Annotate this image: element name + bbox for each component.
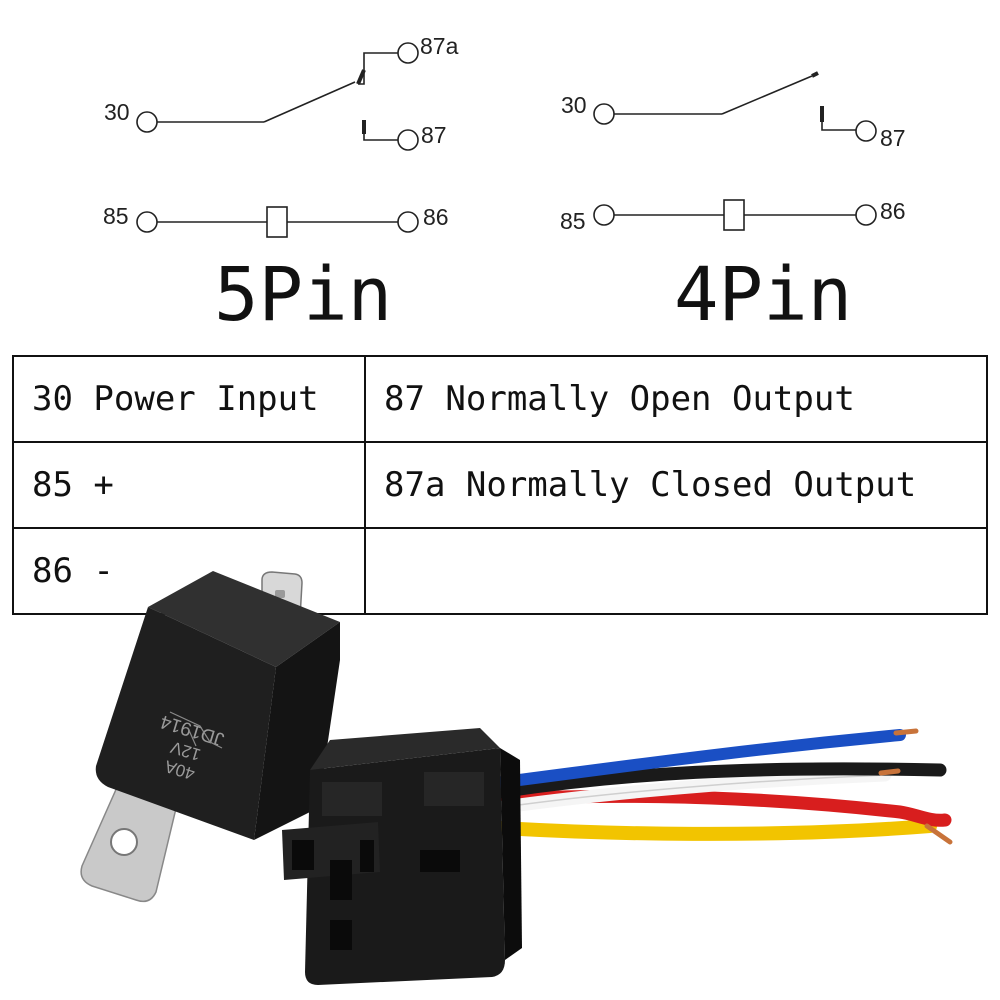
terminal-86-5pin — [397, 211, 419, 233]
terminal-86-4pin — [855, 204, 877, 226]
terminal-87a-5pin — [397, 42, 419, 64]
label-86-5pin: 86 — [423, 204, 449, 230]
terminal-85-4pin — [593, 204, 615, 226]
table-cell: 87 Normally Open Output — [364, 355, 988, 443]
label-30-4pin: 30 — [561, 92, 587, 118]
title-5pin: 5Pin — [214, 252, 393, 338]
table-cell: 87a Normally Closed Output — [364, 441, 988, 529]
relay: JD1914 12V 40A — [80, 571, 340, 903]
label-87-5pin: 87 — [421, 122, 447, 148]
label-87a-5pin: 87a — [420, 33, 459, 59]
title-4pin: 4Pin — [674, 252, 853, 338]
table-cell: 30 Power Input — [12, 355, 366, 443]
table-cell: 85 + — [12, 441, 366, 529]
coil-5pin — [266, 206, 288, 238]
terminal-85-5pin — [136, 211, 158, 233]
label-30-5pin: 30 — [104, 99, 130, 125]
label-86-4pin: 86 — [880, 198, 906, 224]
wire-harness — [463, 728, 953, 845]
table-row: 85 + 87a Normally Closed Output — [12, 441, 988, 529]
pin-function-table: 30 Power Input 87 Normally Open Output 8… — [12, 355, 988, 615]
table-cell — [364, 527, 988, 615]
label-87-4pin: 87 — [880, 125, 906, 151]
terminal-87-4pin — [855, 120, 877, 142]
relay-socket — [282, 728, 522, 985]
relay-and-socket-photo: JD1914 12V 40A — [80, 571, 953, 985]
terminal-30-5pin — [136, 111, 158, 133]
terminal-87-5pin — [397, 129, 419, 151]
terminal-30-4pin — [593, 103, 615, 125]
table-row: 30 Power Input 87 Normally Open Output — [12, 355, 988, 443]
table-row: 86 - — [12, 527, 988, 615]
label-85-4pin: 85 — [560, 208, 586, 234]
label-85-5pin: 85 — [103, 203, 129, 229]
coil-4pin — [723, 199, 745, 231]
relay-schematics — [136, 42, 877, 238]
